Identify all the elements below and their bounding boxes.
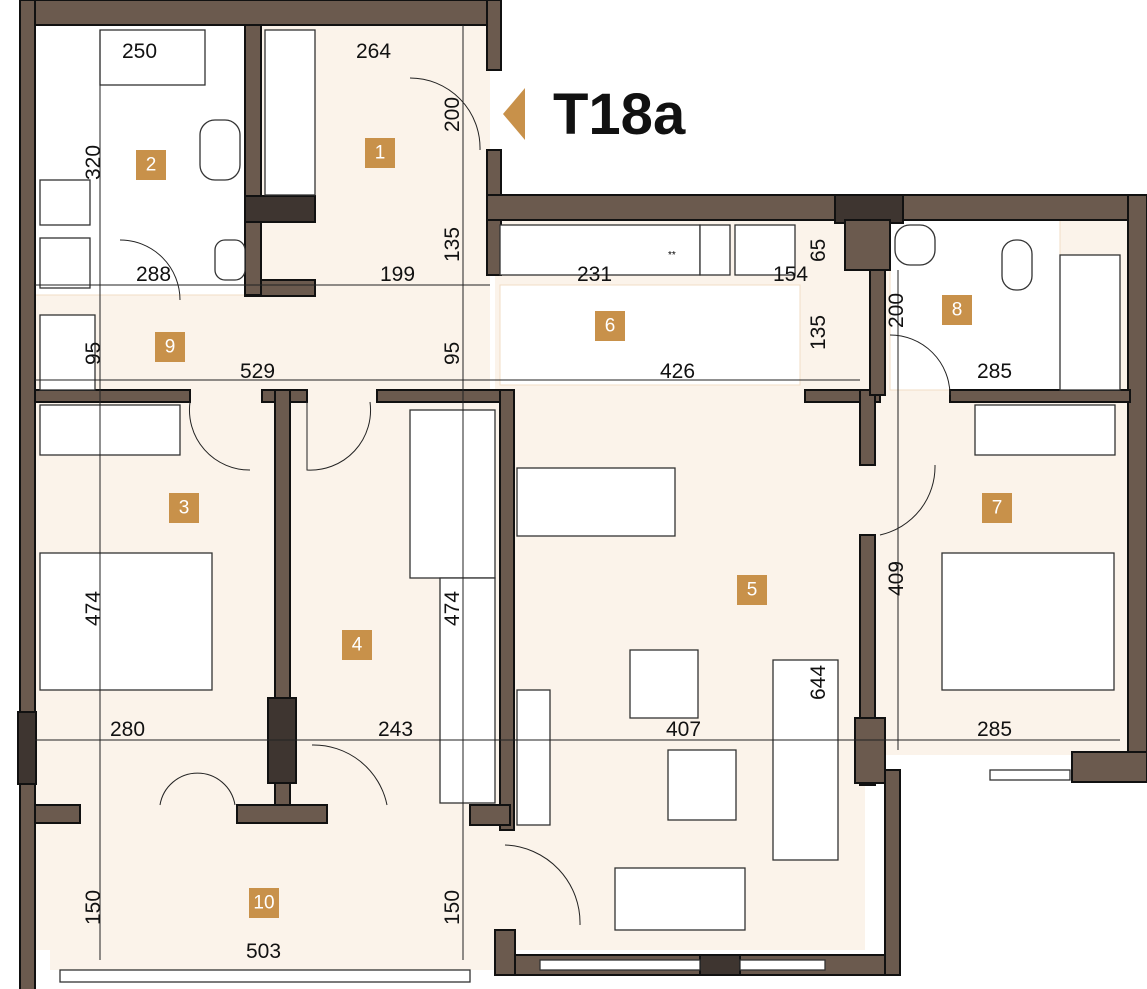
sink-8: [894, 224, 936, 266]
room-badges: 1 2 3 4 5 6 7 8 9 10: [136, 138, 1012, 918]
dim-135: 135: [441, 227, 464, 262]
stove: [734, 224, 796, 276]
dim-407: 407: [666, 718, 701, 741]
dim-250: 250: [122, 40, 157, 63]
sofa: [772, 659, 839, 861]
room-4-label: 4: [352, 635, 363, 656]
dim-200: 200: [441, 97, 464, 132]
room-6-label: 6: [605, 316, 616, 337]
kitchen-mark: **: [668, 250, 676, 261]
tv-unit: [516, 689, 551, 826]
bathtub-8: [1059, 254, 1121, 391]
entrance-arrow-icon: [503, 88, 525, 140]
dim-409: 409: [885, 561, 908, 596]
dim-285: 285: [977, 360, 1012, 383]
room-5-label: 5: [747, 580, 758, 601]
room-1-label: 1: [375, 143, 386, 164]
unit-title: T18a: [553, 82, 686, 147]
room-10-label: 10: [253, 893, 274, 914]
dimensions: 250 264 200 320 288 199 135 231 154 65 1…: [82, 40, 1012, 963]
room-9-label: 9: [165, 337, 176, 358]
dim-474: 474: [82, 591, 105, 626]
dim-644: 644: [807, 665, 830, 700]
coffee-table: [629, 649, 699, 719]
windows: [59, 769, 1071, 983]
dim-95: 95: [82, 342, 105, 365]
ottoman: [667, 749, 737, 821]
dim-529: 529: [240, 360, 275, 383]
dim-280: 280: [110, 718, 145, 741]
dim-150b: 150: [441, 890, 464, 925]
toilet-8: [1001, 239, 1033, 291]
room-2-label: 2: [146, 155, 157, 176]
wardrobe-3: [39, 404, 181, 456]
dim-200b: 200: [885, 293, 908, 328]
washer: [39, 179, 91, 226]
dim-474b: 474: [441, 591, 464, 626]
dim-231: 231: [577, 263, 612, 286]
bed-7: [941, 552, 1115, 691]
dim-288: 288: [136, 263, 171, 286]
wardrobe-4: [439, 577, 496, 804]
sink: [199, 119, 241, 181]
kitchen-counter: [499, 224, 701, 276]
dim-154: 154: [773, 263, 808, 286]
armchairs: [614, 867, 746, 931]
dim-503: 503: [246, 940, 281, 963]
fixtures: [35, 25, 1121, 960]
dim-199: 199: [380, 263, 415, 286]
room-7-label: 7: [992, 498, 1003, 519]
wardrobe-7: [974, 404, 1116, 456]
sofa-bed-4: [409, 409, 496, 579]
dim-135b: 135: [807, 315, 830, 350]
bed-3: [39, 552, 213, 691]
toilet: [214, 239, 246, 281]
dim-95b: 95: [441, 342, 464, 365]
dryer: [39, 237, 91, 289]
dim-264: 264: [356, 40, 391, 63]
dining-table: [516, 467, 676, 537]
dim-243: 243: [378, 718, 413, 741]
dim-285b: 285: [977, 718, 1012, 741]
room-8-label: 8: [952, 300, 963, 321]
dim-320: 320: [82, 145, 105, 180]
wardrobe-entry: [264, 29, 316, 196]
dim-65: 65: [807, 239, 830, 262]
cabinet-9: [39, 314, 96, 391]
room-3-label: 3: [179, 498, 190, 519]
dim-150: 150: [82, 890, 105, 925]
dim-426: 426: [660, 360, 695, 383]
